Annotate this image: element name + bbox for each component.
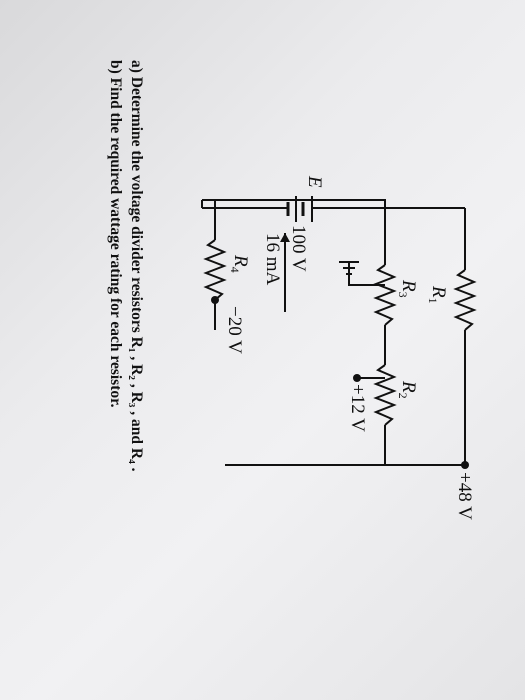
question-b-label: b) (107, 60, 124, 74)
current-arrow-head (280, 233, 290, 242)
r2-letter: R (398, 380, 419, 393)
r4-letter: R (230, 254, 251, 267)
plus12-label: +12 V (347, 384, 368, 432)
question-a: a) Determine the voltage divider resisto… (126, 60, 147, 580)
terminal-minus20 (211, 296, 219, 304)
plus48-label: +48 V (454, 472, 475, 520)
r1-label: R1 (426, 285, 449, 304)
wire-r3-left (215, 199, 386, 265)
r3-label: R3 (396, 279, 419, 298)
terminal-plus12 (353, 374, 361, 382)
r3-letter: R (398, 279, 419, 292)
current-label: 16 mA (262, 233, 283, 286)
r2-label: R2 (396, 380, 419, 399)
r4-label: R4 (228, 254, 251, 273)
terminal-plus48 (461, 461, 469, 469)
wire-ground-lead (348, 262, 385, 286)
question-a-label: a) (128, 60, 145, 73)
question-block: a) Determine the voltage divider resisto… (105, 60, 147, 580)
question-b: b) Find the required wattage rating for … (105, 60, 126, 580)
wire-bottom (202, 199, 216, 240)
resistor-r2 (373, 364, 397, 426)
supply-voltage-label: 100 V (288, 225, 309, 272)
r1-letter: R (428, 285, 449, 298)
minus20-label: −20 V (224, 306, 245, 354)
resistor-r4 (203, 239, 227, 301)
resistor-r3 (373, 264, 397, 326)
r4-subscript: 4 (228, 267, 242, 273)
question-b-text: Find the required wattage rating for eac… (107, 77, 124, 408)
resistor-r1 (453, 269, 477, 331)
r1-subscript: 1 (426, 298, 440, 304)
question-a-text: Determine the voltage divider resistors … (128, 76, 145, 472)
r3-subscript: 3 (396, 292, 410, 298)
r2-subscript: 2 (396, 393, 410, 399)
source-node-label: E (304, 175, 325, 188)
